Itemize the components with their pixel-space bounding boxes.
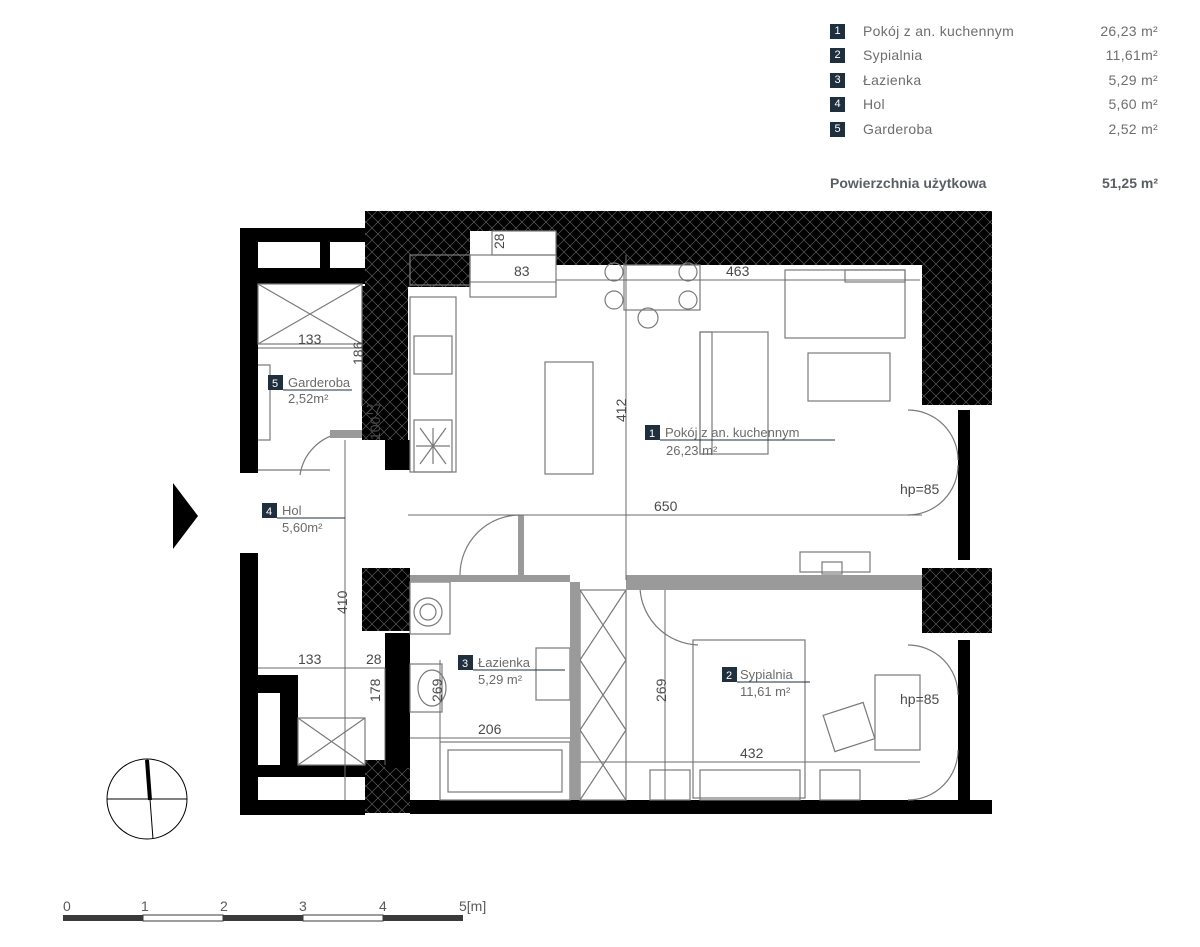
dim-100: 100 — [367, 416, 383, 440]
svg-text:26,23 m²: 26,23 m² — [666, 443, 718, 458]
dimension-lines — [258, 255, 922, 800]
legend-number: 1 — [830, 24, 845, 39]
room-label-1: 1 Pokój z an. kuchennym 26,23 m² — [645, 425, 835, 458]
dim-28-top: 28 — [491, 233, 507, 249]
svg-text:2: 2 — [726, 670, 732, 682]
room-label-5: 5 Garderoba 2,52m² — [268, 375, 352, 406]
dim-432: 432 — [740, 745, 764, 761]
window-height-1: hp=85 — [900, 481, 940, 497]
svg-text:Łazienka: Łazienka — [478, 655, 531, 670]
dim-412: 412 — [613, 398, 629, 422]
scale-tick-3: 3 — [299, 898, 307, 914]
dim-650: 650 — [654, 498, 678, 514]
legend-room-name: Garderoba — [863, 121, 933, 137]
solid-walls — [240, 228, 992, 815]
legend-number: 5 — [830, 122, 845, 137]
room-label-4: 4 Hol 5,60m² — [262, 503, 345, 535]
dim-206: 206 — [478, 721, 502, 737]
dim-133-top: 133 — [298, 331, 322, 347]
usable-area-total: Powierzchnia użytkowa 51,25 m² — [830, 175, 1160, 195]
legend-row: 5 Garderoba 2,52 m² — [830, 120, 1160, 140]
scale-bar: 0 1 2 3 4 5[m] — [63, 898, 486, 922]
legend-row: 3 Łazienka 5,29 m² — [830, 71, 1160, 91]
svg-text:5,60m²: 5,60m² — [282, 520, 323, 535]
scale-tick-5: 5[m] — [459, 898, 486, 914]
svg-text:Garderoba: Garderoba — [288, 375, 351, 390]
svg-text:Sypialnia: Sypialnia — [740, 667, 794, 682]
interior-lines — [257, 230, 959, 801]
svg-text:Pokój z an. kuchennym: Pokój z an. kuchennym — [665, 425, 799, 440]
legend-number: 3 — [830, 73, 845, 88]
dim-178: 178 — [367, 678, 383, 702]
legend-room-area: 5,60 m² — [1108, 96, 1158, 112]
svg-text:Hol: Hol — [282, 503, 302, 518]
legend-room-area: 26,23 m² — [1100, 23, 1158, 39]
legend-room-area: 2,52 m² — [1108, 121, 1158, 137]
total-label: Powierzchnia użytkowa — [830, 175, 987, 191]
legend-number: 2 — [830, 48, 845, 63]
legend-room-area: 11,61m² — [1105, 47, 1158, 63]
window-height-2: hp=85 — [900, 691, 940, 707]
legend-room-name: Hol — [863, 96, 885, 112]
legend-room-name: Sypialnia — [863, 47, 923, 63]
dim-133-bottom: 133 — [298, 651, 322, 667]
svg-text:5: 5 — [272, 378, 278, 390]
svg-text:4: 4 — [266, 506, 272, 518]
svg-text:5,29 m²: 5,29 m² — [478, 672, 523, 687]
legend-row: 4 Hol 5,60 m² — [830, 95, 1160, 115]
svg-text:11,61 m²: 11,61 m² — [740, 684, 791, 699]
room-label-3: 3 Łazienka 5,29 m² — [458, 655, 565, 687]
entrance-arrow-icon — [173, 483, 198, 549]
dim-186: 186 — [350, 341, 366, 365]
dim-28-bottom: 28 — [366, 651, 382, 667]
legend-row: 1 Pokój z an. kuchennym 26,23 m² — [830, 22, 1160, 42]
legend-room-name: Łazienka — [863, 72, 922, 88]
compass-icon — [106, 758, 188, 840]
svg-text:1: 1 — [649, 428, 655, 440]
legend-row: 2 Sypialnia 11,61m² — [830, 46, 1160, 66]
structural-walls — [362, 211, 992, 813]
dim-410: 410 — [334, 590, 350, 614]
dim-269-bath: 269 — [429, 678, 445, 702]
legend-room-name: Pokój z an. kuchennym — [863, 23, 1015, 39]
scale-tick-1: 1 — [141, 898, 149, 914]
legend-room-area: 5,29 m² — [1108, 72, 1158, 88]
room-label-2: 2 Sypialnia 11,61 m² — [722, 667, 810, 699]
dim-83: 83 — [514, 263, 530, 279]
dim-269-bed: 269 — [653, 678, 669, 702]
total-area: 51,25 m² — [1101, 175, 1158, 191]
partition-walls — [330, 430, 922, 800]
legend-number: 4 — [830, 97, 845, 112]
scale-tick-2: 2 — [220, 898, 228, 914]
dim-27: 27 — [366, 401, 382, 417]
dim-463: 463 — [726, 263, 750, 279]
scale-tick-0: 0 — [63, 898, 71, 914]
svg-text:2,52m²: 2,52m² — [288, 391, 329, 406]
dimension-labels: 28 83 463 133 186 27 100 412 650 410 133… — [298, 233, 940, 761]
scale-tick-4: 4 — [379, 898, 387, 914]
room-labels: 1 Pokój z an. kuchennym 26,23 m² 2 Sypia… — [262, 375, 835, 699]
svg-text:3: 3 — [462, 658, 468, 670]
